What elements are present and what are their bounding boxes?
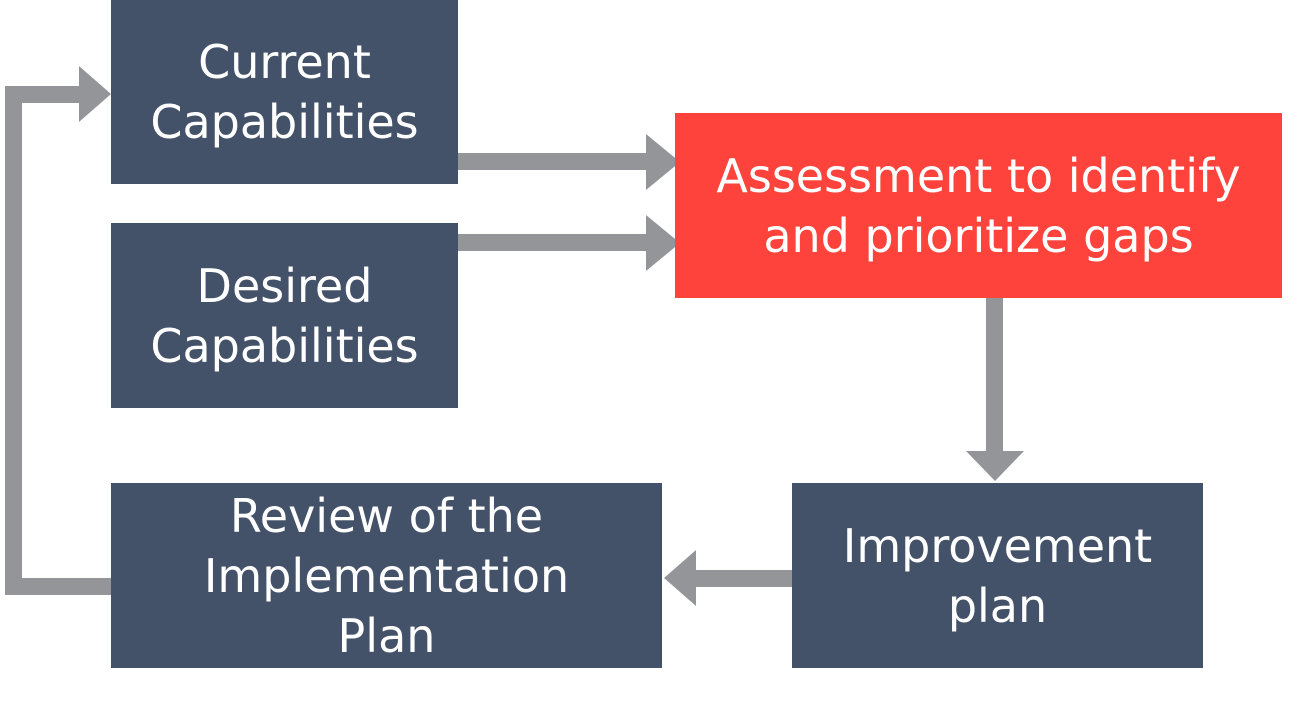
- node-label-line: Review of the: [229, 488, 544, 543]
- node-label-line: plan: [947, 578, 1048, 633]
- arrow-desired-to-assessment: [458, 215, 680, 271]
- node-label-line: Current: [198, 35, 371, 89]
- node-label-line: Improvement: [842, 518, 1153, 573]
- node-label-line: Plan: [337, 608, 436, 663]
- node-label-line: and prioritize gaps: [763, 208, 1194, 263]
- node-current-capabilities: Current Capabilities: [111, 0, 458, 184]
- node-label-line: Assessment to identify: [716, 148, 1241, 203]
- node-label-line: Implementation: [203, 548, 570, 603]
- node-label-line: Desired: [196, 258, 373, 313]
- arrow-assessment-to-improvement: [966, 297, 1024, 481]
- node-assessment: Assessment to identify and prioritize ga…: [675, 113, 1282, 298]
- arrow-current-to-assessment: [458, 134, 680, 190]
- node-desired-capabilities: Desired Capabilities: [111, 223, 458, 408]
- node-label-line: Capabilities: [150, 318, 419, 373]
- node-review-implementation-plan: Review of the Implementation Plan: [111, 483, 662, 668]
- arrow-improvement-to-review: [664, 550, 792, 606]
- arrow-review-to-current: [5, 66, 111, 595]
- node-improvement-plan: Improvement plan: [792, 483, 1203, 668]
- node-label-line: Capabilities: [150, 95, 419, 149]
